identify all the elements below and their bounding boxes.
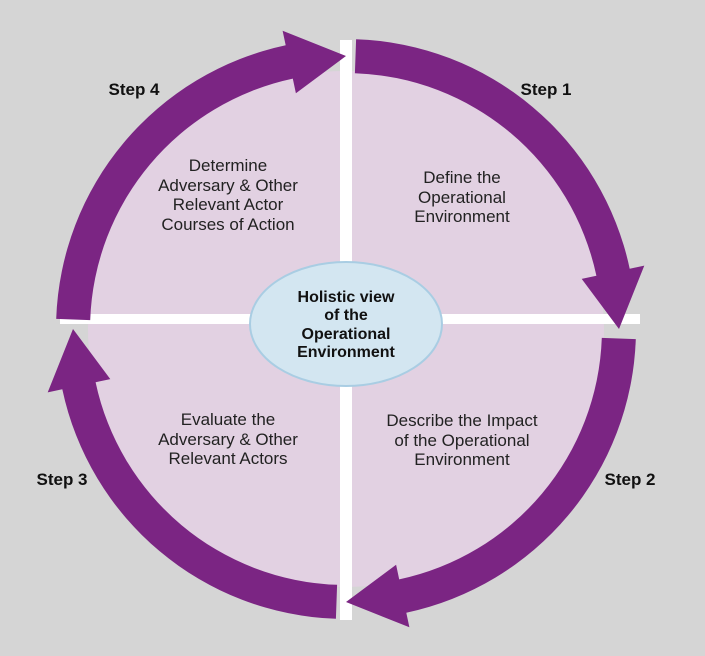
step-3-description: Evaluate the Adversary & Other Relevant …	[158, 410, 298, 469]
step-4-description: Determine Adversary & Other Relevant Act…	[158, 156, 298, 234]
step-1-arrow	[354, 39, 645, 329]
step-2-description: Describe the Impact of the Operational E…	[386, 411, 538, 470]
center-ellipse	[249, 261, 443, 387]
step-2-label: Step 2	[604, 470, 656, 489]
step-2-arrow	[346, 337, 636, 628]
step-3-label: Step 3	[36, 470, 88, 489]
step-4-label: Step 4	[108, 80, 160, 99]
step-4-arrow	[56, 30, 346, 321]
center-label: Holistic view of the Operational Environ…	[297, 289, 395, 362]
step-1-description: Define the Operational Environment	[414, 168, 510, 227]
step-1-label: Step 1	[520, 80, 572, 99]
step-3-arrow	[47, 329, 338, 619]
cycle-arrows	[47, 30, 645, 628]
